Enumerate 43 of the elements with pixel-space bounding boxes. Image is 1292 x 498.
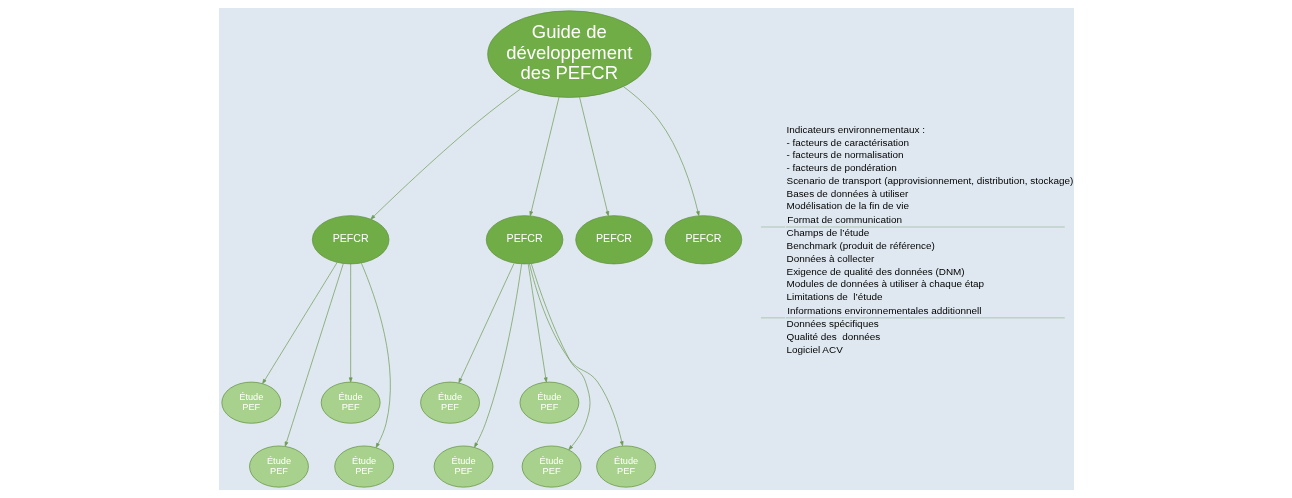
arrow	[458, 262, 514, 384]
node-ellipse: Guide de développement des PEFCR	[486, 10, 651, 98]
label: Logiciel ACV	[786, 343, 843, 355]
arrow	[370, 88, 521, 220]
label: Données à collecter	[786, 252, 874, 264]
label: Qualité des données	[786, 331, 880, 342]
arrow	[530, 263, 590, 451]
label: Benchmark (produit de référence)	[786, 240, 935, 252]
label: - facteurs de pondération	[786, 162, 897, 174]
arrow	[528, 96, 559, 217]
arrow	[578, 96, 609, 217]
label: Données spécifiques	[786, 318, 879, 330]
arrow	[360, 262, 391, 448]
label: Limitations de l’étude	[786, 291, 882, 303]
label: Informations environnementales additionnell	[786, 304, 981, 316]
label: Champs de l’étude	[786, 227, 869, 239]
arrow	[528, 263, 623, 447]
label: Indicateurs environnementaux :	[786, 123, 925, 135]
node-ellipse: Étude PEF	[419, 381, 480, 424]
label: Bases de données à utiliser	[786, 187, 908, 199]
arrow	[473, 263, 522, 448]
node-ellipse: PEFCR	[574, 215, 653, 265]
node-ellipse: Étude PEF	[248, 445, 309, 488]
node-ellipse: Étude PEF	[595, 445, 656, 488]
arrow	[284, 263, 344, 447]
label: Format de communication	[786, 213, 902, 225]
node-ellipse: Étude PEF	[221, 381, 281, 424]
node-ellipse: Étude PEF	[320, 381, 380, 424]
node-ellipse: Étude PEF	[519, 381, 579, 424]
label: Modules de données à utiliser à chaque étap	[786, 278, 984, 290]
arrow	[261, 262, 337, 384]
arrow	[348, 263, 353, 383]
label: Scenario de transport (approvisionnement, distribution, stockage)	[786, 174, 1073, 186]
node-ellipse: Étude PEF	[333, 445, 394, 488]
node-ellipse: PEFCR	[485, 215, 563, 265]
node-ellipse: PEFCR	[664, 215, 742, 265]
label: Exigence de qualité des données (DNM)	[786, 265, 965, 277]
label: - facteurs de normalisation	[786, 149, 903, 161]
arrow	[622, 86, 700, 216]
node-ellipse: Étude PEF	[433, 445, 493, 488]
label: - facteurs de caractérisation	[786, 136, 909, 148]
label: Modélisation de la fin de vie	[786, 200, 909, 212]
arrow	[527, 263, 548, 383]
